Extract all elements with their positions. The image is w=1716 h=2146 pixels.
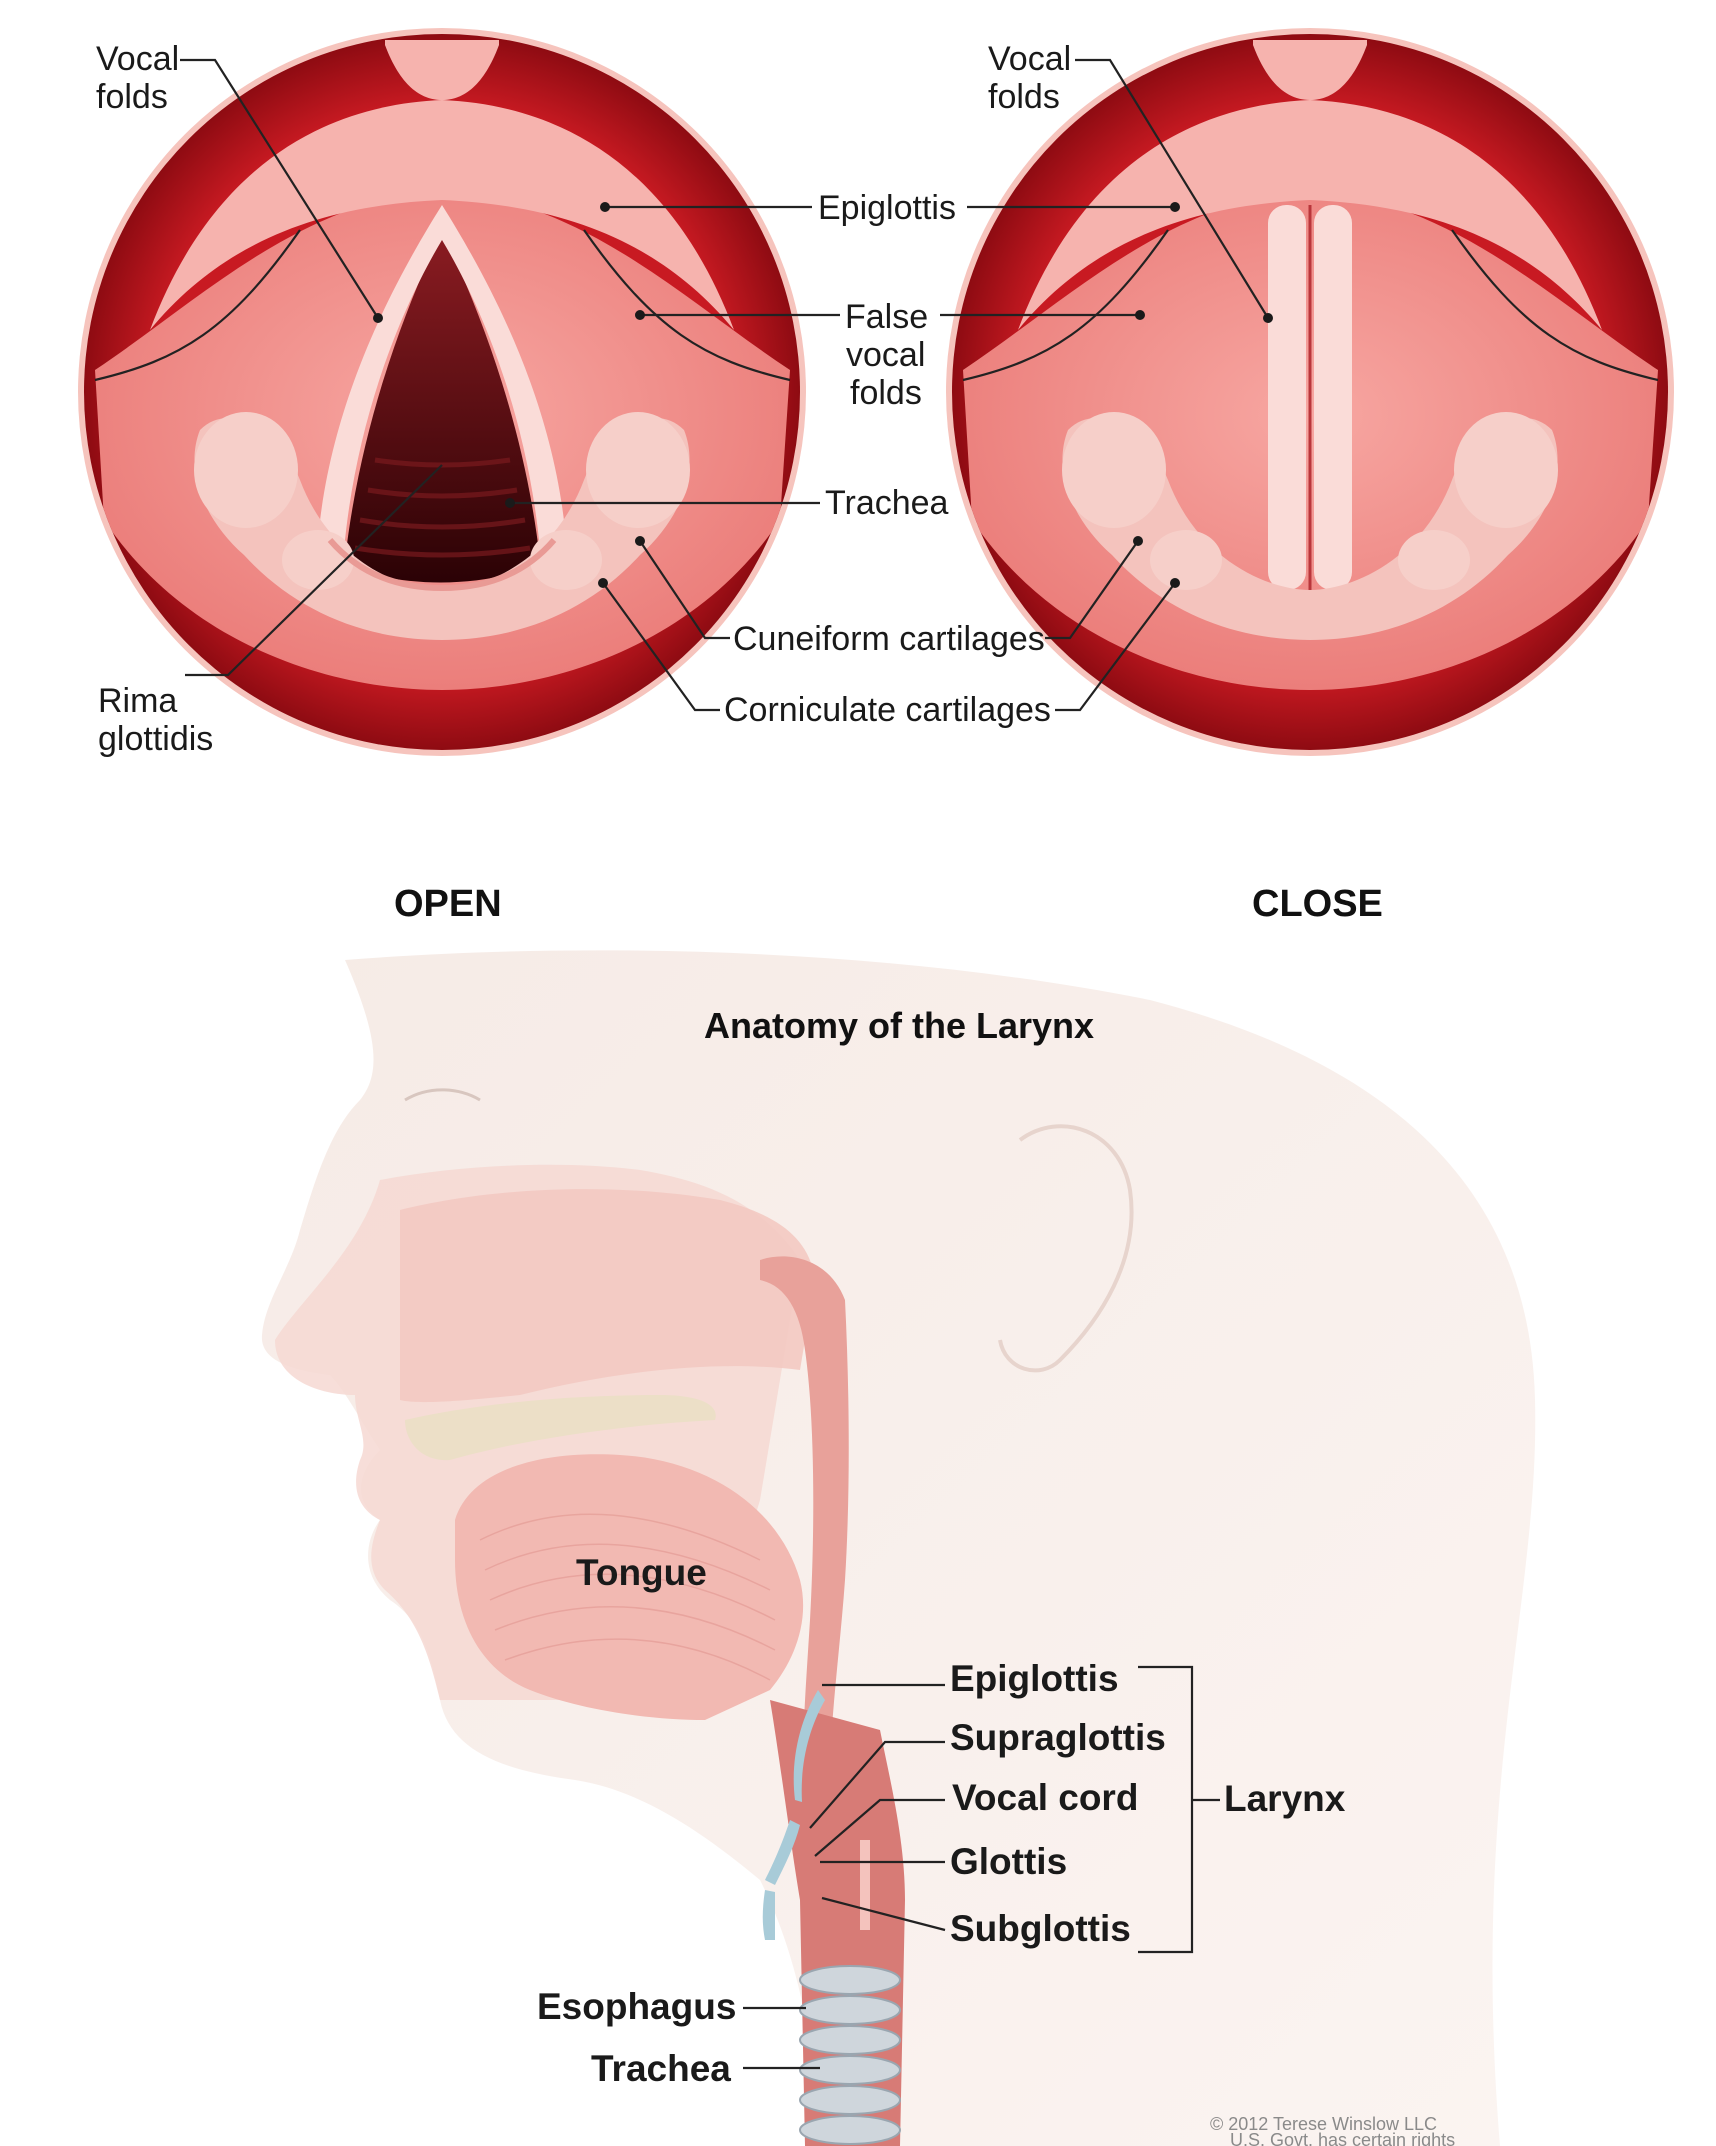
- head-cross-section: [262, 950, 1535, 2146]
- label-supraglottis: Supraglottis: [950, 1717, 1166, 1758]
- bottom-title: Anatomy of the Larynx: [704, 1005, 1094, 1046]
- label-vocal-folds-left-2: folds: [96, 78, 168, 116]
- label-vocal-folds-left-1: Vocal: [96, 40, 179, 78]
- label-trachea-top: Trachea: [825, 484, 949, 522]
- label-epiglottis-top: Epiglottis: [818, 189, 956, 227]
- label-rima-glottidis-2: glottidis: [98, 720, 213, 758]
- label-cuneiform-cartilages: Cuneiform cartilages: [733, 620, 1045, 658]
- label-esophagus: Esophagus: [537, 1986, 736, 2027]
- label-corniculate-cartilages: Corniculate cartilages: [724, 691, 1051, 729]
- label-false-vocal-folds-2: vocal: [846, 336, 925, 374]
- label-rima-glottidis-1: Rima: [98, 682, 177, 720]
- label-epiglottis-bottom: Epiglottis: [950, 1658, 1119, 1699]
- label-trachea-bottom: Trachea: [591, 2048, 731, 2089]
- captions: OPEN CLOSE: [394, 883, 1383, 925]
- label-glottis: Glottis: [950, 1841, 1067, 1882]
- copyright-line-2: U.S. Govt. has certain rights: [1230, 2130, 1455, 2146]
- label-tongue: Tongue: [576, 1552, 707, 1593]
- caption-close: CLOSE: [1252, 883, 1383, 925]
- closed-glottis-view: [946, 28, 1674, 756]
- label-vocal-folds-right-2: folds: [988, 78, 1060, 116]
- label-vocal-folds-right-1: Vocal: [988, 40, 1071, 78]
- caption-open: OPEN: [394, 883, 502, 925]
- label-false-vocal-folds-3: folds: [850, 374, 922, 412]
- open-glottis-view: [78, 28, 806, 756]
- label-larynx: Larynx: [1224, 1778, 1346, 1819]
- label-false-vocal-folds-1: False: [845, 298, 928, 336]
- label-subglottis: Subglottis: [950, 1908, 1131, 1949]
- label-vocal-cord: Vocal cord: [952, 1777, 1138, 1818]
